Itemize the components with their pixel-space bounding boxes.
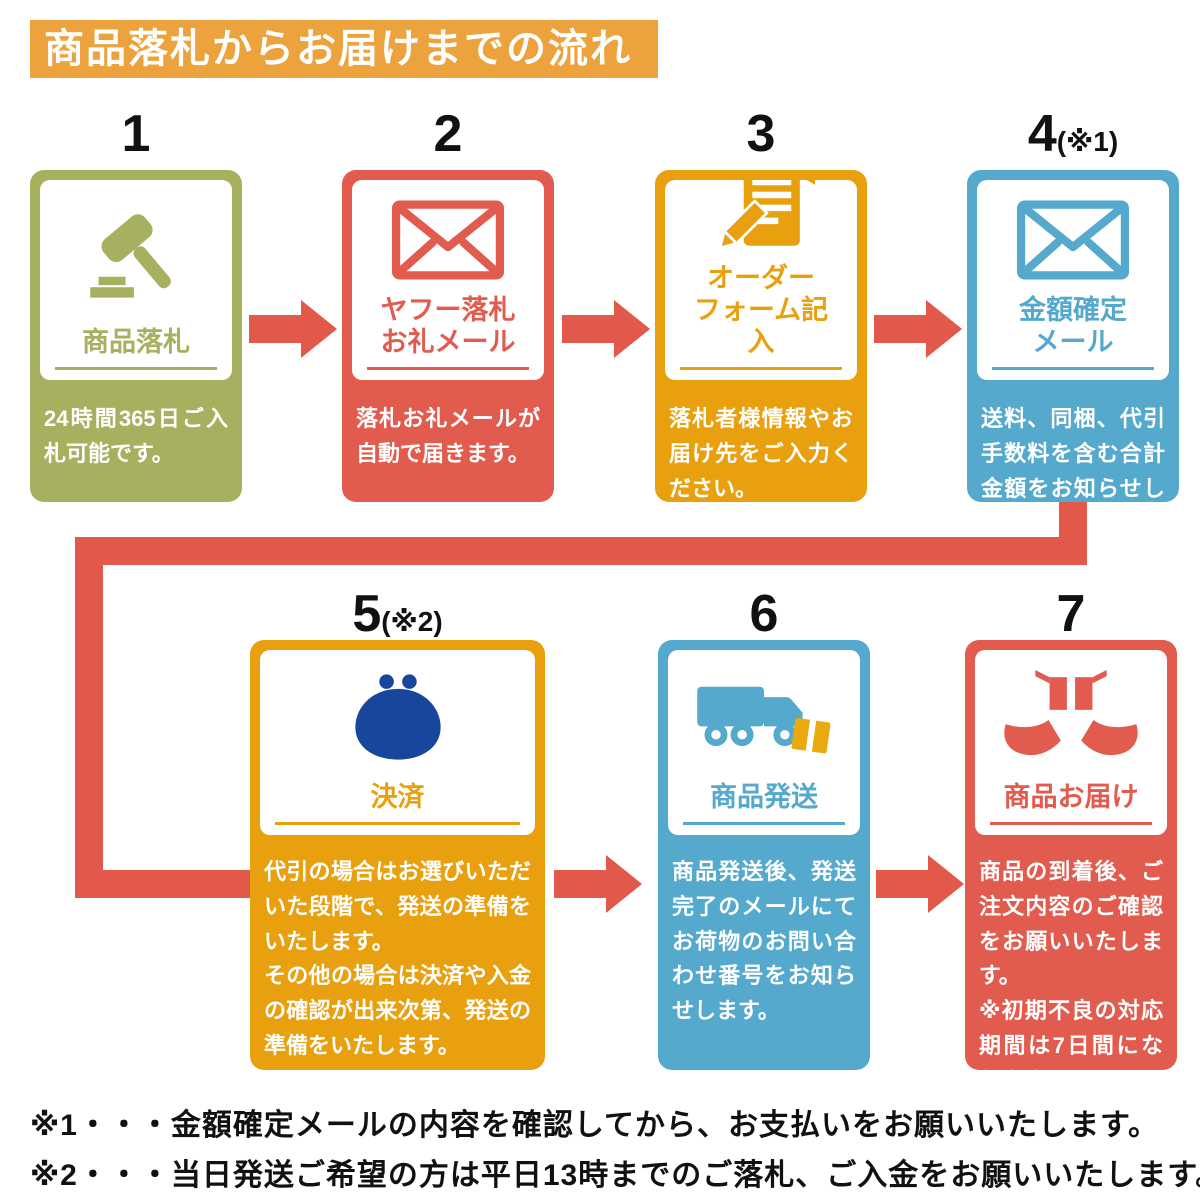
step-card-shipping: 商品発送 商品発送後、発送完了のメールにてお荷物のお問い合わせ番号をお知らせしま… <box>658 640 870 1070</box>
step-title: 商品お届け <box>990 782 1152 825</box>
step-icon-panel: 商品落札 <box>40 180 232 380</box>
mail-icon <box>352 180 544 295</box>
step-card-order-form: オーダー フォーム記入 落札者様情報やお届け先をご入力ください。 <box>655 170 867 502</box>
step-icon-panel: 金額確定 メール <box>977 180 1169 380</box>
step-card-payment: 決済 代引の場合はお選びいただいた段階で、発送の準備をいたします。 その他の場合… <box>250 640 545 1070</box>
step-description: 送料、同梱、代引手数料を含む合計金額をお知らせします。 <box>981 406 1165 536</box>
step-description: 商品発送後、発送完了のメールにてお荷物のお問い合わせ番号をお知らせします。 <box>672 859 856 1023</box>
step-title: 商品落札 <box>55 327 217 370</box>
flow-arrow-icon <box>554 855 642 913</box>
step-icon-panel: ヤフー落札 お礼メール <box>352 180 544 380</box>
step-card-price-confirm-mail: 金額確定 メール 送料、同梱、代引手数料を含む合計金額をお知らせします。 <box>967 170 1179 536</box>
footnote-1: ※1・・・金額確定メールの内容を確認してから、お支払いをお願いいたします。 <box>30 1109 1159 1142</box>
step-card-thankyou-mail: ヤフー落札 お礼メール 落札お礼メールが自動で届きます。 <box>342 170 554 502</box>
step-number-5: 5(※2) <box>352 585 443 643</box>
connector-segment-across-top <box>75 537 1087 565</box>
step-number-4: 4(※1) <box>1027 105 1119 163</box>
step-icon-panel: 商品発送 <box>668 650 860 835</box>
step-title: オーダー フォーム記入 <box>680 263 842 370</box>
order-form-pencil-icon <box>665 180 857 263</box>
step-description: 落札者様情報やお届け先をご入力ください。 <box>669 406 853 501</box>
step-description: 代引の場合はお選びいただいた段階で、発送の準備をいたします。 その他の場合は決済… <box>264 859 531 1058</box>
step-icon-panel: 商品お届け <box>975 650 1167 835</box>
footnote-2: ※2・・・当日発送ご希望の方は平日13時までのご落札、ご入金をお願いいたします。 <box>30 1159 1200 1192</box>
step-icon-panel: 決済 <box>260 650 535 835</box>
step-number-3: 3 <box>746 105 776 163</box>
step-title: ヤフー落札 お礼メール <box>367 295 529 370</box>
connector-segment-left <box>75 537 103 898</box>
step-description: 商品の到着後、ご注文内容のご確認をお願いいたします。 ※初期不良の対応期間は7日… <box>979 859 1163 1093</box>
step-description: 落札お礼メールが自動で届きます。 <box>356 406 540 466</box>
step-title: 商品発送 <box>683 782 845 825</box>
mail-icon <box>977 180 1169 295</box>
connector-segment-into-step5 <box>75 870 253 898</box>
step-title: 金額確定 メール <box>992 295 1154 370</box>
step-number-7: 7 <box>1056 585 1086 643</box>
step-card-delivery: 商品お届け 商品の到着後、ご注文内容のご確認をお願いいたします。 ※初期不良の対… <box>965 640 1177 1093</box>
flow-arrow-icon <box>562 300 650 358</box>
step-number-1: 1 <box>121 105 151 163</box>
hands-package-icon <box>975 650 1167 782</box>
flow-arrow-icon <box>249 300 337 358</box>
page-title: 商品落札からお届けまでの流れ <box>44 27 632 71</box>
coin-purse-icon <box>260 650 535 782</box>
step-title: 決済 <box>275 782 520 825</box>
step-card-auction-win: 商品落札 24時間365日ご入札可能です。 <box>30 170 242 502</box>
step-number-6: 6 <box>749 585 779 643</box>
step-description: 24時間365日ご入札可能です。 <box>44 406 228 466</box>
page-title-banner: 商品落札からお届けまでの流れ <box>30 20 658 78</box>
delivery-truck-icon <box>668 650 860 782</box>
flow-arrow-icon <box>874 300 962 358</box>
gavel-icon <box>40 180 232 327</box>
step-number-2: 2 <box>433 105 463 163</box>
flow-arrow-icon <box>876 855 964 913</box>
step-icon-panel: オーダー フォーム記入 <box>665 180 857 380</box>
